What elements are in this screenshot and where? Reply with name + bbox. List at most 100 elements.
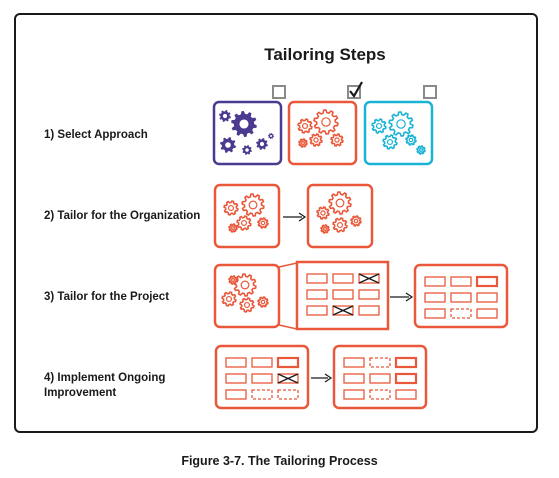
gear-hub <box>240 219 248 227</box>
gear-icon <box>298 138 308 148</box>
grid-cell <box>225 373 247 384</box>
grid-cell <box>225 357 247 368</box>
gear-hub <box>320 210 326 216</box>
gear-hub <box>323 227 328 232</box>
gear-hub <box>386 138 394 146</box>
gear-icon <box>241 193 265 217</box>
grid-cell <box>306 289 328 300</box>
gear-hub <box>260 220 266 226</box>
gear-icon <box>371 118 387 134</box>
gear-hub <box>335 198 345 208</box>
gear-icon <box>388 111 414 137</box>
grid-cell <box>395 389 417 400</box>
gear-hub <box>225 142 231 148</box>
gear-icon <box>316 206 330 220</box>
gear-icon <box>330 133 344 147</box>
gear-icon <box>297 118 313 134</box>
grid-cell <box>476 308 498 319</box>
gear-hub <box>243 301 251 309</box>
gear-icon <box>257 296 269 308</box>
grid-cell <box>358 305 380 316</box>
grid-cell <box>369 357 391 368</box>
gear-hub <box>239 119 249 129</box>
gear-hub <box>353 218 359 224</box>
gear-hub <box>301 122 309 130</box>
figure-caption: Figure 3-7. The Tailoring Process <box>181 454 378 468</box>
grid-cell <box>306 305 328 316</box>
gear-hub <box>313 137 319 143</box>
gear-hub <box>336 221 344 229</box>
grid-cell <box>475 275 499 288</box>
step-3-label: 3) Tailor for the Project <box>44 291 170 303</box>
org-box-after <box>306 183 374 249</box>
gear-hub <box>334 137 340 143</box>
org-box-before <box>213 183 281 249</box>
gear-hub <box>419 148 424 153</box>
arrow-right-icon <box>283 212 307 222</box>
checkbox-orange-checked <box>347 81 363 99</box>
grid-cell <box>450 276 472 287</box>
gear-hub <box>225 295 233 303</box>
grid-cell <box>251 389 273 400</box>
gear-icon <box>239 297 255 313</box>
gear-hub <box>396 119 406 129</box>
grid-cell <box>369 373 391 384</box>
grid-cell <box>343 373 365 384</box>
strike-mark <box>277 373 299 384</box>
improvement-grid-after <box>332 344 428 410</box>
grid-cell <box>343 389 365 400</box>
improvement-grid-before <box>214 344 310 410</box>
gear-icon <box>257 217 269 229</box>
gear-icon <box>416 145 426 155</box>
grid-cell <box>369 389 391 400</box>
gear-icon <box>221 291 237 307</box>
gear-hub <box>375 122 383 130</box>
gear-icon <box>382 134 398 150</box>
grid-cell <box>251 373 273 384</box>
grid-cell <box>424 308 446 319</box>
approach-box-purple <box>212 100 283 166</box>
zoom-connector <box>278 262 298 330</box>
gear-hub <box>227 204 235 212</box>
grid-cell <box>225 389 247 400</box>
grid-cell <box>332 273 354 284</box>
grid-cell <box>394 372 418 385</box>
step-2-label: 2) Tailor for the Organization <box>44 210 201 222</box>
grid-cell <box>424 276 446 287</box>
gear-icon <box>236 215 252 231</box>
gear-icon <box>328 191 352 215</box>
grid-cell <box>358 289 380 300</box>
grid-cell <box>251 357 273 368</box>
gear-hub <box>240 280 250 290</box>
gear-icon <box>332 217 348 233</box>
gear-hub <box>259 141 265 147</box>
gear-hub <box>248 200 258 210</box>
grid-cell <box>476 292 498 303</box>
grid-cell <box>394 356 418 369</box>
strike-mark <box>358 273 380 284</box>
gear-icon <box>320 224 330 234</box>
grid-cell <box>450 308 472 319</box>
approach-box-orange <box>287 100 358 166</box>
grid-cell <box>306 273 328 284</box>
gear-icon <box>223 200 239 216</box>
gear-hub <box>301 141 306 146</box>
gear-icon <box>350 215 362 227</box>
checkbox-cyan <box>423 85 437 99</box>
step-1-label: 1) Select Approach <box>44 129 148 141</box>
grid-cell <box>450 292 472 303</box>
gear-icon <box>405 134 417 146</box>
arrow-right-icon <box>311 373 333 383</box>
grid-cell <box>276 356 300 369</box>
strike-mark <box>332 305 354 316</box>
gear-icon <box>233 273 257 297</box>
gear-hub <box>231 226 236 231</box>
grid-cell <box>343 357 365 368</box>
gear-hub <box>260 299 266 305</box>
grid-cell <box>424 292 446 303</box>
project-grid-before <box>295 260 390 331</box>
step-4-label: 4) Implement Ongoing Improvement <box>44 372 166 399</box>
diagram-title: Tailoring Steps <box>264 45 386 64</box>
grid-cell <box>332 289 354 300</box>
